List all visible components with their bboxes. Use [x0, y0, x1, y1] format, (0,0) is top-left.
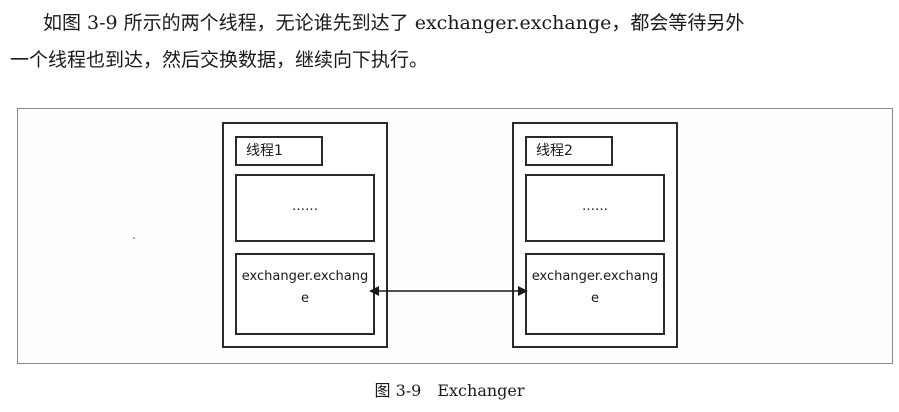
intro-paragraph: 如图 3-9 所示的两个线程，无论谁先到达了 exchanger.exchang…: [0, 0, 899, 90]
arrowhead-right-icon: [518, 286, 528, 296]
paragraph-line-1: 如图 3-9 所示的两个线程，无论谁先到达了 exchanger.exchang…: [43, 12, 745, 34]
thread-1-title-box: 线程1: [235, 136, 323, 166]
thread-1-title: 线程1: [246, 143, 283, 159]
thread-1-exchange-box: exchanger.exchange: [235, 253, 375, 335]
thread-2-title: 线程2: [536, 143, 573, 159]
thread-2-title-box: 线程2: [525, 136, 613, 166]
thread-1-body: ……: [292, 199, 318, 214]
figure-frame: [17, 108, 893, 364]
thread-2-box: 线程2 …… exchanger.exchange: [512, 122, 678, 348]
paragraph-line-2: 一个线程也到达，然后交换数据，继续向下执行。: [10, 49, 429, 71]
thread-2-body-box: ……: [525, 174, 665, 242]
thread-2-exchange-box: exchanger.exchange: [525, 253, 665, 335]
figure-caption: 图 3-9 Exchanger: [0, 377, 899, 401]
thread-2-exchange-label: exchanger.exchange: [531, 269, 659, 306]
arrowhead-left-icon: [369, 286, 379, 296]
thread-1-box: 线程1 …… exchanger.exchange: [222, 122, 388, 348]
figure-title: Exchanger: [437, 381, 525, 400]
thread-1-exchange-label: exchanger.exchange: [241, 269, 369, 306]
thread-2-body: ……: [582, 199, 608, 214]
figure-number: 图 3-9: [374, 381, 422, 400]
thread-1-body-box: ……: [235, 174, 375, 242]
stray-dot: [133, 237, 135, 239]
